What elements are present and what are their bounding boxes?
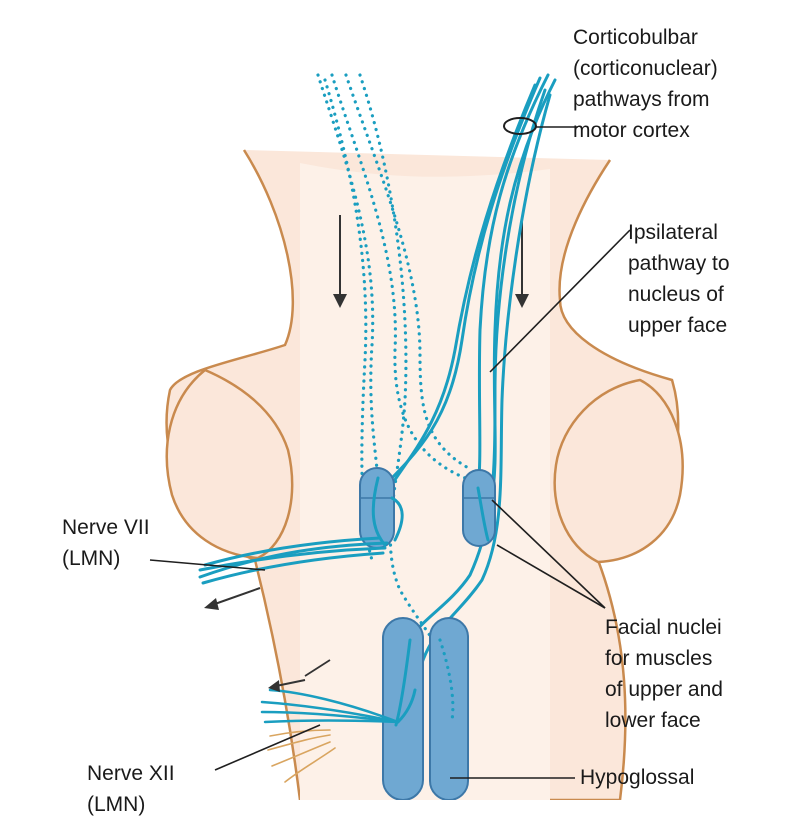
brainstem-diagram [149, 73, 684, 800]
nerve-vii-fibre [198, 546, 387, 572]
dotted-tract [316, 73, 380, 482]
nerve-vii-leader [149, 559, 266, 571]
ipsilateral-label-line: nucleus of [628, 283, 724, 306]
facial-nuclei-label-line: lower face [605, 709, 701, 732]
facial-nuclei-leader [491, 499, 606, 609]
facial-nuclei-label-line: Facial nuclei [605, 616, 722, 639]
solid-tract [476, 73, 550, 492]
tract-over-nuclei [371, 476, 490, 727]
hypoglossal-label-line: Hypoglossal [580, 766, 695, 789]
corticobulbar-label-line: Corticobulbar [573, 26, 698, 49]
nerve-vii-label-line: Nerve VII [62, 516, 150, 539]
ipsilateral-leader [489, 229, 631, 373]
nerve-vii-fibre [201, 551, 385, 585]
corticobulbar-label-line: (corticonuclear) [573, 57, 718, 80]
nerve-vii-fibre [203, 536, 382, 567]
nerve-xii-label-line: (LMN) [87, 793, 146, 816]
nerve-vii-fibre [390, 496, 404, 542]
solid-tract [380, 83, 537, 502]
right-hypoglossal-nucleus [429, 617, 469, 800]
ipsilateral-label: Ipsilateral pathway to nucleus of upper … [628, 217, 730, 341]
facial-nuclei-label: Facial nuclei for muscles of upper and l… [605, 612, 723, 736]
nerve-vii-arrow [204, 587, 261, 610]
right-facial-nucleus [462, 469, 496, 547]
facial-nuclei-label-line: for muscles [605, 647, 713, 670]
hypoglossal-label: Hypoglossal [580, 762, 694, 793]
facial-nuclei-label-line: of upper and [605, 678, 723, 701]
left-peduncle [165, 368, 294, 560]
nerve-vii-fibres [198, 496, 404, 585]
solid-tract [378, 76, 542, 492]
corticobulbar-label-line: motor cortex [573, 119, 690, 142]
nerve-xii-fibres [260, 688, 400, 724]
left-hypoglossal-nucleus [382, 617, 424, 800]
dotted-tract [358, 73, 454, 682]
nerve-xii-label-line: Nerve XII [87, 762, 175, 785]
solid-tract [408, 88, 547, 642]
left-down-arrow [333, 215, 347, 308]
dotted-tract [344, 73, 474, 472]
leader-lines [149, 126, 631, 779]
right-peduncle [553, 378, 684, 564]
nerve-xii-fibre [268, 688, 400, 724]
ipsilateral-label-line: pathway to [628, 252, 730, 275]
nerve-xii-leader [214, 724, 321, 771]
nerve-vii-label-line: (LMN) [62, 547, 121, 570]
corticobulbar-label-line: pathways from [573, 88, 710, 111]
ipsilateral-label-line: Ipsilateral [628, 221, 718, 244]
corticobulbar-label: Corticobulbar (corticonuclear) pathways … [573, 22, 718, 146]
bundle-ring [503, 117, 537, 135]
nerve-xii-arrows [268, 659, 331, 692]
midline-pale-band [300, 150, 550, 800]
dotted-tract [330, 73, 472, 482]
nerve-vii-fibre [198, 541, 389, 579]
nerve-xii-rootlets [267, 729, 336, 783]
nerve-xii-label: Nerve XII (LMN) [87, 758, 175, 820]
nerve-xii-fibre [260, 700, 400, 724]
nerve-xii-fibre [263, 719, 400, 724]
ipsilateral-label-line: upper face [628, 314, 728, 337]
right-down-arrow [515, 218, 529, 308]
nerve-vii-label: Nerve VII (LMN) [62, 512, 150, 574]
nerve-xii-fibre [260, 710, 400, 724]
facial-nuclei-leader [496, 544, 606, 609]
